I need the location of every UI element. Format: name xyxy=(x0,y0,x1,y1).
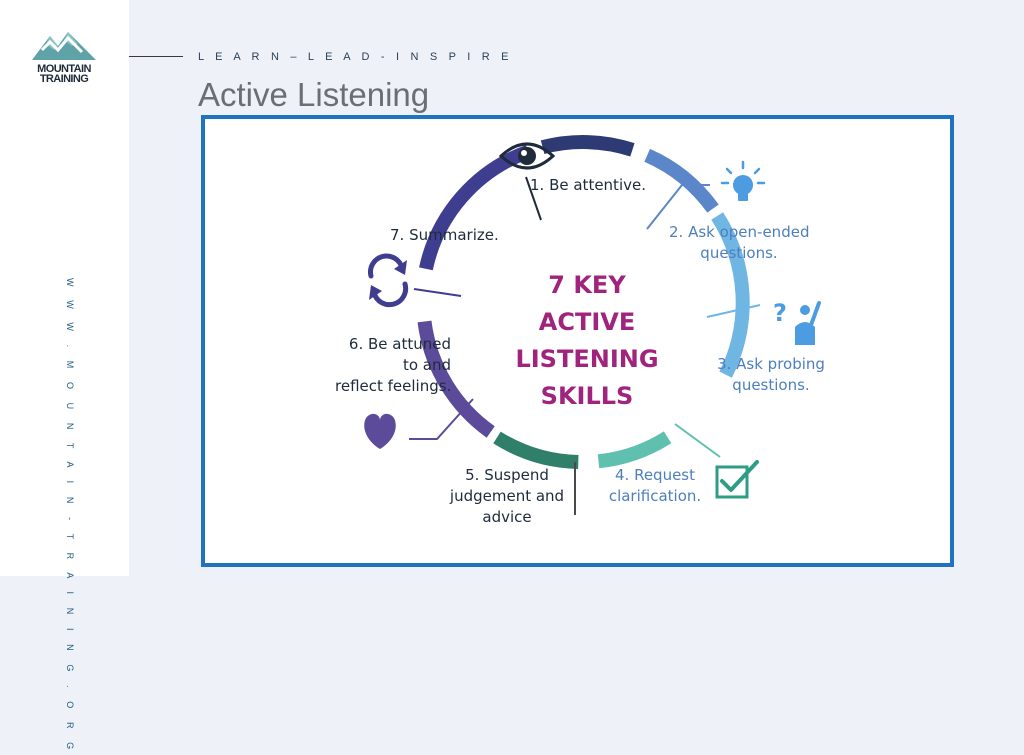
logo-line-1: MOUNTAIN xyxy=(37,63,91,75)
question-person-icon: ? xyxy=(773,299,821,345)
connector-6 xyxy=(409,398,474,440)
mountain-logo-icon xyxy=(32,32,96,60)
ring-segment-4 xyxy=(597,431,672,469)
skill-label-5: 5. Suspend judgement and advice xyxy=(441,465,573,528)
connector-4 xyxy=(674,423,721,458)
skill-label-3-line-1: 3. Ask probing xyxy=(717,355,825,373)
skill-label-5-line-1: 5. Suspend xyxy=(465,466,549,484)
connector-1 xyxy=(525,176,542,221)
skill-label-4-line-2: clarification. xyxy=(608,487,702,505)
connector-3 xyxy=(706,304,761,318)
skill-label-6-line-2: to and xyxy=(402,356,451,374)
mountain-training-logo: MOUNTAIN TRAINING xyxy=(28,28,100,90)
website-url: W W W . M O U N T A I N - T R A I N I N … xyxy=(65,278,75,755)
skill-label-2-line-2: questions. xyxy=(700,244,778,262)
ring-segment-3 xyxy=(711,212,750,378)
skills-diagram-graphics: ? xyxy=(364,135,821,515)
logo-text: MOUNTAIN TRAINING xyxy=(30,63,98,85)
refresh-icon xyxy=(368,253,409,308)
skill-label-5-line-2: judgement and xyxy=(449,487,565,505)
skill-label-3: 3. Ask probing questions. xyxy=(711,354,831,396)
connector-2 xyxy=(646,184,710,230)
ring-segment-1 xyxy=(540,135,635,157)
ring-segment-7 xyxy=(419,145,531,271)
checkbox-icon xyxy=(715,460,759,499)
logo-line-2: TRAINING xyxy=(39,73,89,85)
skill-label-3-line-2: questions. xyxy=(732,376,810,394)
tagline: L E A R N – L E A D - I N S P I R E xyxy=(198,51,513,63)
center-title: 7 KEY ACTIVE LISTENING SKILLS xyxy=(497,267,677,415)
sidebar: MOUNTAIN TRAINING W W W . M O U N T A I … xyxy=(0,0,129,755)
skill-label-7: 7. Summarize. xyxy=(390,226,499,244)
skills-diagram: ? 7 KEY ACTIVE LISTENING SKILLS 1. Be at… xyxy=(201,115,954,567)
eye-icon xyxy=(498,142,556,170)
ring-segment-6 xyxy=(417,320,495,438)
center-title-line-3: LISTENING xyxy=(515,345,659,373)
center-title-line-2: ACTIVE xyxy=(538,308,636,336)
skill-label-5-line-3: advice xyxy=(482,508,532,526)
skill-label-6-line-1: 6. Be attuned xyxy=(348,335,451,353)
skill-label-1: 1. Be attentive. xyxy=(530,176,646,194)
center-title-line-4: SKILLS xyxy=(540,382,634,410)
connector-7 xyxy=(413,288,462,297)
skill-label-2: 2. Ask open-ended questions. xyxy=(669,222,809,264)
page-title: Active Listening xyxy=(198,76,430,113)
skill-label-4: 4. Request clarification. xyxy=(603,465,707,507)
skill-label-2-line-1: 2. Ask open-ended xyxy=(669,223,810,241)
center-title-line-1: 7 KEY xyxy=(548,271,626,299)
lightbulb-icon xyxy=(720,160,766,201)
skill-label-4-line-1: 4. Request xyxy=(614,466,695,484)
heart-icon xyxy=(364,413,396,449)
ring-segment-2 xyxy=(644,148,719,213)
skill-label-6: 6. Be attuned to and reflect feelings. xyxy=(335,334,451,397)
ring-segment-5 xyxy=(493,431,579,469)
skill-label-6-line-3: reflect feelings. xyxy=(335,377,452,395)
tagline-divider xyxy=(129,56,183,57)
svg-text:?: ? xyxy=(773,299,787,327)
